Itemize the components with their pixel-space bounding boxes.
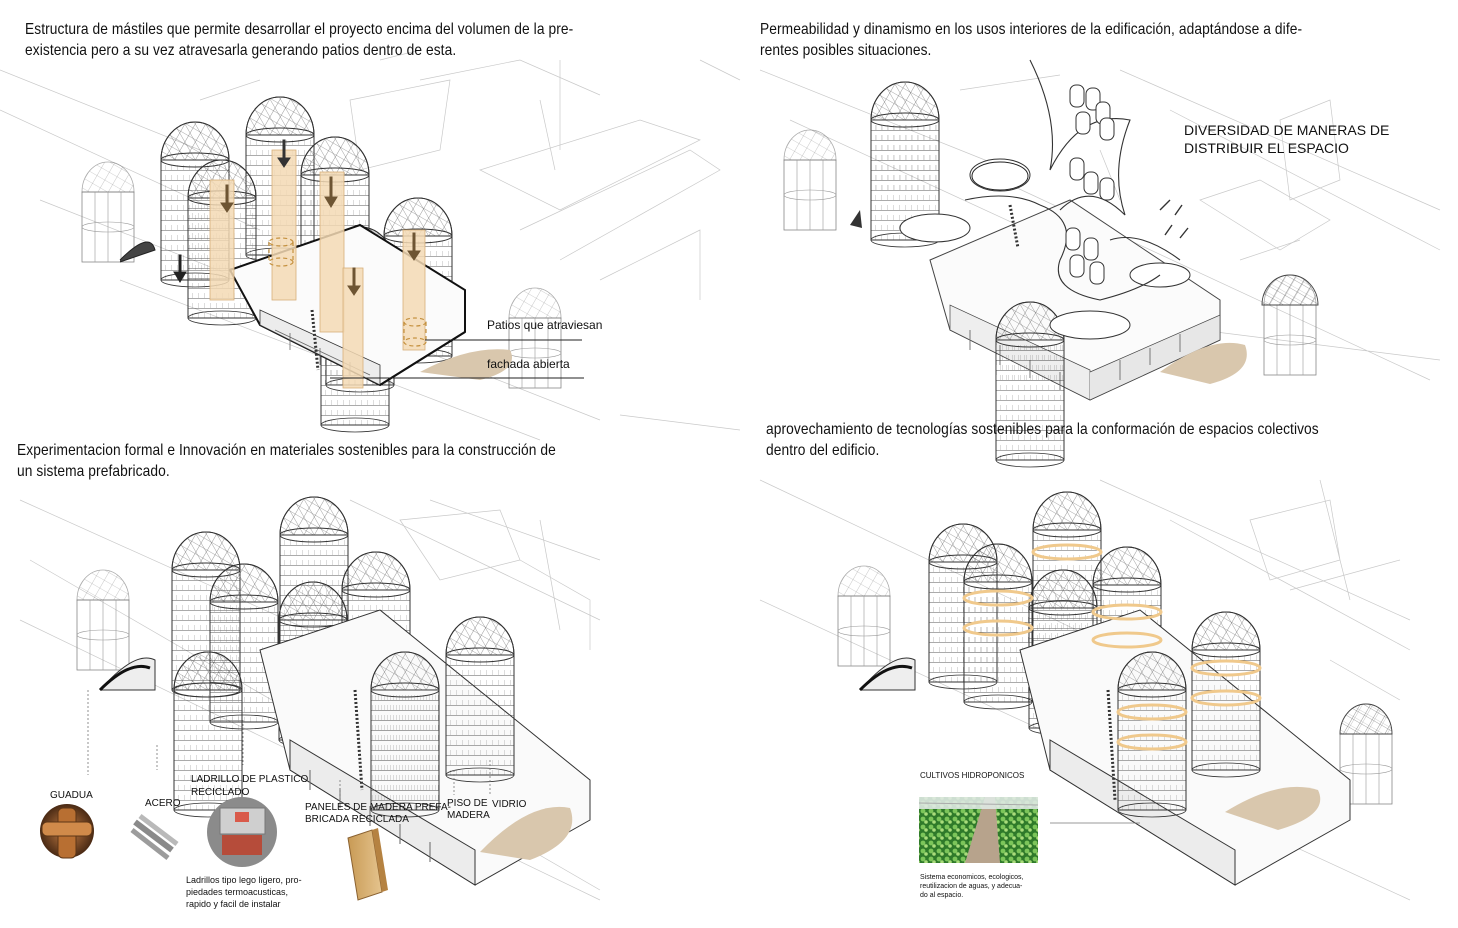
hydroponic-bands	[962, 543, 1262, 751]
down-arrows	[173, 139, 421, 296]
label-acero: ACERO	[145, 798, 181, 809]
label-cultivos: CULTIVOS HIDROPONICOS	[920, 771, 1025, 780]
ground-sand	[420, 349, 512, 380]
panel-bottom-left-drawing	[19, 496, 601, 901]
caption-bottom-left: Experimentacion formal e Innovación en m…	[17, 442, 556, 480]
caption-bottom-right: aprovechamiento de tecnologías sostenibl…	[766, 421, 1319, 459]
label-cultivos-desc: Sistema economicos, ecologicos, reutiliz…	[920, 874, 1024, 899]
label-ladrillo: LADRILLO DE PLASTICO RECICLADO	[191, 774, 309, 798]
label-paneles: PANELES DE MADERA PREFA- BRICADA RECICLA…	[305, 802, 451, 825]
label-vidrio: VIDRIO	[492, 799, 527, 810]
label-piso: PISO DE MADERA	[447, 798, 490, 821]
panel-top-right-drawing	[759, 59, 1441, 468]
label-fachada: fachada abierta	[487, 357, 570, 371]
ladrillo-image	[207, 797, 277, 867]
label-guadua: GUADUA	[50, 790, 93, 801]
caption-top-right: Permeabilidad y dinamismo en los usos in…	[760, 21, 1303, 59]
guadua-image	[40, 804, 94, 859]
cultivos-photo	[918, 797, 1039, 863]
caption-top-left: Estructura de mástiles que permite desar…	[25, 21, 574, 59]
label-patios: Patios que atraviesan	[487, 318, 603, 332]
panel-bottom-right-drawing	[759, 479, 1411, 901]
panel-top-left-drawing	[0, 49, 741, 441]
acero-image	[130, 814, 179, 860]
label-ladrillo-desc: Ladrillos tipo lego ligero, pro- piedade…	[186, 875, 302, 909]
label-diversidad: DIVERSIDAD DE MANERAS DE DISTRIBUIR EL E…	[1184, 122, 1390, 156]
paneles-image	[347, 828, 388, 901]
